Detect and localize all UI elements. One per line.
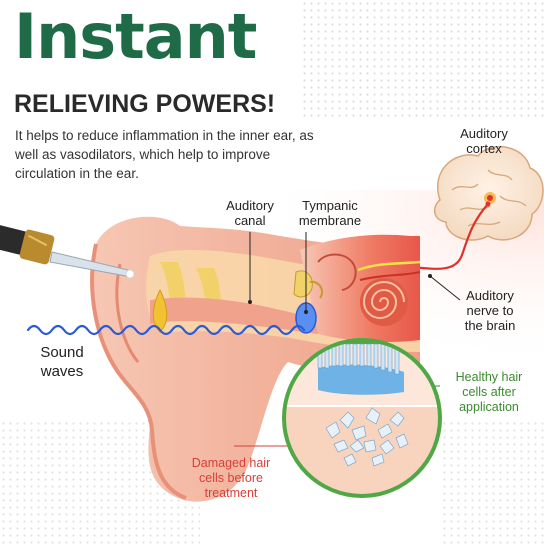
- hair-cells-magnifier: [282, 338, 442, 498]
- label-damaged-hair-cells: Damaged hair cells before treatment: [191, 456, 271, 500]
- brain-icon: [433, 146, 544, 241]
- inner-ear-illustration: [293, 234, 421, 342]
- headline-subtitle: RELIEVING POWERS!: [14, 90, 276, 118]
- label-auditory-canal: Auditory canal: [226, 198, 274, 228]
- auditory-nerve-line: [399, 203, 489, 270]
- dropper-icon: [0, 224, 135, 279]
- label-auditory-cortex: Auditory cortex: [460, 126, 508, 156]
- leader-auditory-nerve: [429, 275, 461, 301]
- label-healthy-hair-cells: Healthy hair cells after application: [455, 370, 523, 414]
- description-text: It helps to reduce inflammation in the i…: [15, 128, 314, 181]
- label-auditory-nerve: Auditory nerve to the brain: [464, 288, 516, 333]
- label-sound-waves: Sound waves: [40, 344, 84, 380]
- headline-title: Instant: [14, 0, 257, 73]
- sound-wave-line: [26, 324, 306, 336]
- label-tympanic-membrane: Tympanic membrane: [298, 198, 362, 228]
